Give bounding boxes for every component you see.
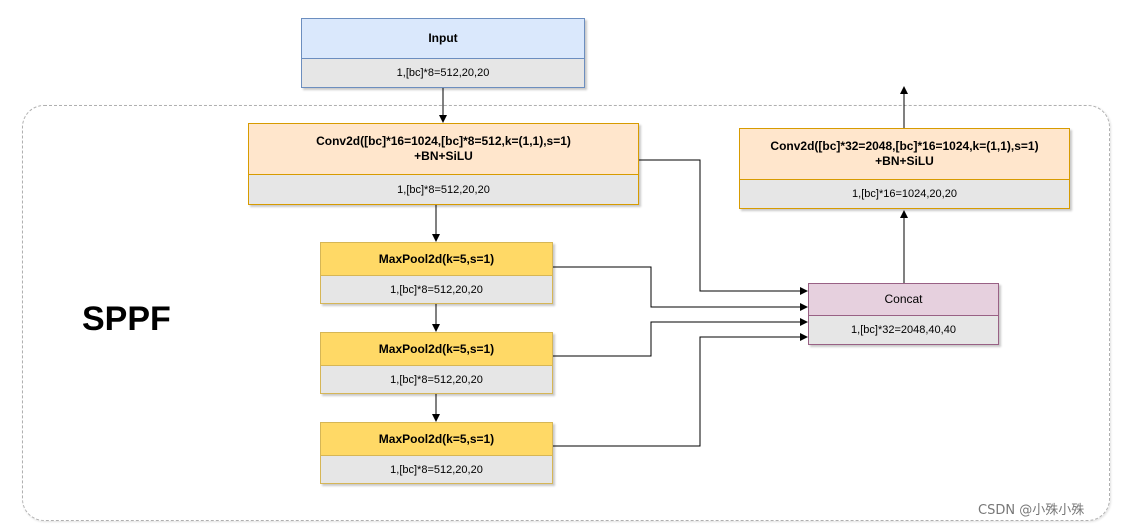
sppf-group-frame <box>22 105 1110 521</box>
conv1-node: Conv2d([bc]*16=1024,[bc]*8=512,k=(1,1),s… <box>248 123 639 205</box>
input-node-title: Input <box>302 19 584 58</box>
maxpool1-node-title: MaxPool2d(k=5,s=1) <box>321 243 552 275</box>
maxpool1-node: MaxPool2d(k=5,s=1) 1,[bc]*8=512,20,20 <box>320 242 553 304</box>
concat-node-shape: 1,[bc]*32=2048,40,40 <box>809 315 998 344</box>
edge-pool1-to-concat <box>553 266 808 311</box>
conv2-node-shape: 1,[bc]*16=1024,20,20 <box>740 179 1069 208</box>
conv2-node-title: Conv2d([bc]*32=2048,[bc]*16=1024,k=(1,1)… <box>740 129 1069 179</box>
maxpool2-node-shape: 1,[bc]*8=512,20,20 <box>321 365 552 393</box>
edge-conv1-to-concat <box>639 159 808 295</box>
maxpool3-node-title: MaxPool2d(k=5,s=1) <box>321 423 552 455</box>
csdn-watermark: CSDN @小殊小殊 <box>978 503 1085 518</box>
sppf-group-label: SPPF <box>82 300 171 338</box>
input-node-shape: 1,[bc]*8=512,20,20 <box>302 58 584 87</box>
conv2-node: Conv2d([bc]*32=2048,[bc]*16=1024,k=(1,1)… <box>739 128 1070 209</box>
input-node: Input 1,[bc]*8=512,20,20 <box>301 18 585 88</box>
concat-node-title: Concat <box>809 284 998 315</box>
concat-node: Concat 1,[bc]*32=2048,40,40 <box>808 283 999 345</box>
conv1-node-title: Conv2d([bc]*16=1024,[bc]*8=512,k=(1,1),s… <box>249 124 638 174</box>
maxpool2-node-title: MaxPool2d(k=5,s=1) <box>321 333 552 365</box>
maxpool3-node-shape: 1,[bc]*8=512,20,20 <box>321 455 552 483</box>
edge-pool2-to-concat <box>553 318 808 357</box>
maxpool1-node-shape: 1,[bc]*8=512,20,20 <box>321 275 552 303</box>
edge-pool3-to-concat <box>553 333 808 447</box>
conv1-node-shape: 1,[bc]*8=512,20,20 <box>249 174 638 204</box>
maxpool2-node: MaxPool2d(k=5,s=1) 1,[bc]*8=512,20,20 <box>320 332 553 394</box>
maxpool3-node: MaxPool2d(k=5,s=1) 1,[bc]*8=512,20,20 <box>320 422 553 484</box>
